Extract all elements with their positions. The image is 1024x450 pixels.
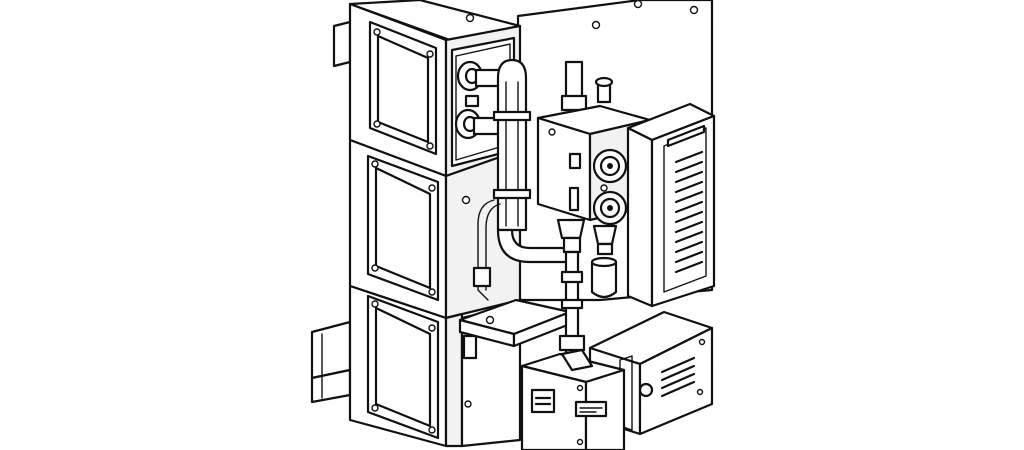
terminal-vent-grille [660, 356, 696, 398]
pipe-clamp [492, 110, 532, 122]
gland [462, 334, 478, 360]
indicator-window [568, 152, 582, 170]
terminal-knob [638, 382, 654, 398]
switch-slot [568, 186, 580, 212]
base-rail [310, 320, 352, 404]
enclosure-cover-bottom [366, 294, 440, 440]
plate-bolt-hole [689, 5, 699, 15]
nameplate [574, 400, 608, 418]
vertical-pipe-run [472, 58, 572, 301]
filter-canister [590, 260, 618, 299]
plate-bolt-hole [633, 0, 643, 9]
side-stub [332, 20, 352, 68]
control-window [530, 388, 556, 414]
vented-power-module [626, 102, 716, 308]
down-pipes [558, 250, 618, 362]
label-control-box [520, 348, 626, 450]
pipe-clamp [492, 188, 532, 200]
enclosure-cover-middle [366, 154, 440, 302]
enclosure-cover-top [368, 20, 438, 156]
valve-block-with-gauges [536, 60, 652, 256]
plate-bolt-hole [591, 20, 601, 30]
vent-grille [674, 150, 704, 274]
stacked-enclosure-cabinet [348, 0, 522, 448]
